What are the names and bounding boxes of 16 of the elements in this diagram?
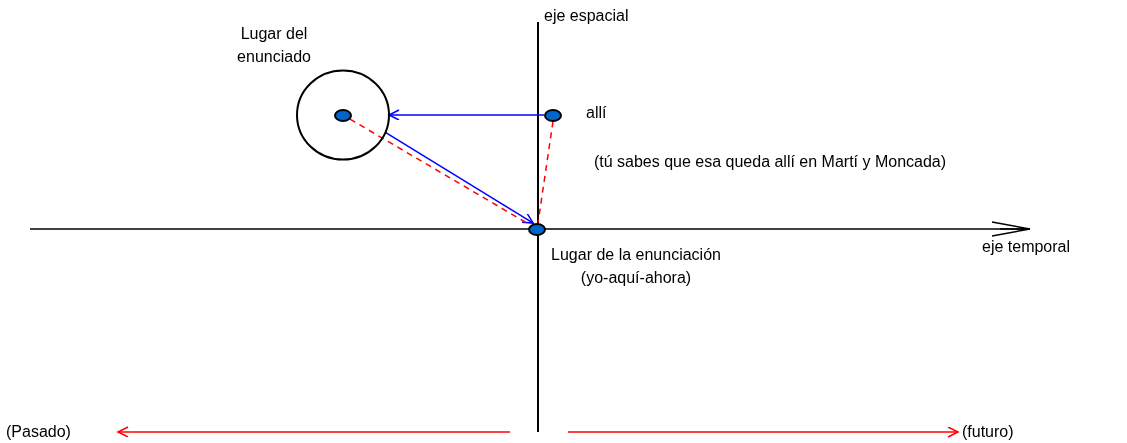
axis-label: eje espacial xyxy=(544,6,630,26)
point-marker xyxy=(334,108,352,122)
point-label: allí xyxy=(586,103,608,123)
point-label: Lugar de la enunciación (yo-aquí-ahora) xyxy=(550,245,722,288)
time-label: (futuro) xyxy=(962,423,1014,440)
time-label: (Pasado) xyxy=(6,423,71,440)
arrow xyxy=(117,426,511,438)
point-marker xyxy=(544,108,562,122)
arrow xyxy=(384,131,534,224)
arrow xyxy=(567,426,959,438)
note-text: (tú sabes que esa queda allí en Martí y Moncada) xyxy=(592,152,948,172)
point-marker xyxy=(528,222,546,236)
arrow xyxy=(388,109,545,121)
connector-line xyxy=(537,120,554,224)
place-label: Lugar del enunciado xyxy=(236,24,312,67)
axis-label: eje temporal xyxy=(982,237,1072,257)
